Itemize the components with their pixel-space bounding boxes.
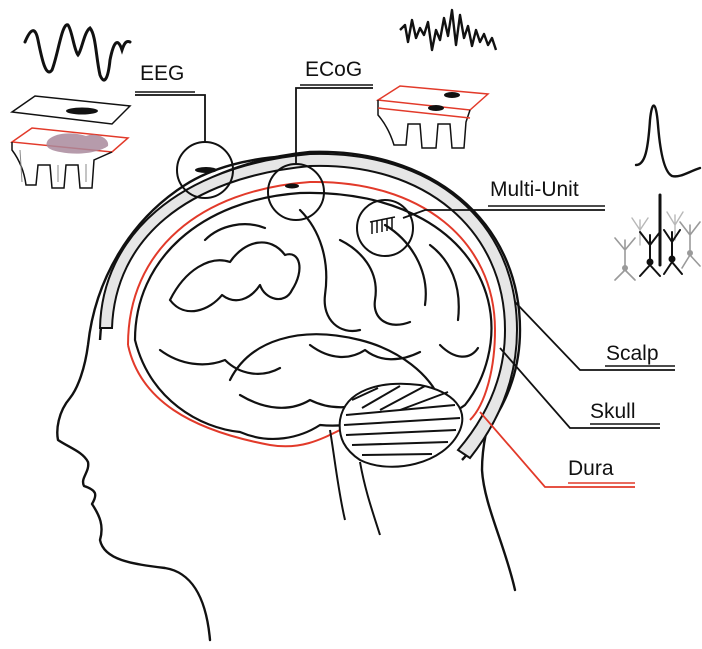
ecog-label: ECoG — [305, 58, 362, 81]
multi-unit-label: Multi-Unit — [490, 178, 579, 201]
skull-label: Skull — [590, 400, 636, 423]
eeg-label: EEG — [140, 62, 184, 85]
ecog-signal-trace — [400, 10, 496, 50]
scalp-label: Scalp — [606, 342, 659, 365]
eeg-inset — [12, 96, 130, 188]
cerebellum — [340, 384, 463, 467]
ecog-inset — [378, 86, 488, 148]
neuron-cluster — [615, 195, 700, 280]
label-underlines — [135, 85, 675, 424]
label-leader-lines — [135, 88, 675, 428]
dura-label: Dura — [568, 457, 614, 480]
eeg-signal-trace — [25, 25, 130, 80]
dura-layer — [128, 182, 495, 420]
spike-waveform — [636, 106, 700, 177]
multi-unit-site-circle — [357, 200, 413, 256]
